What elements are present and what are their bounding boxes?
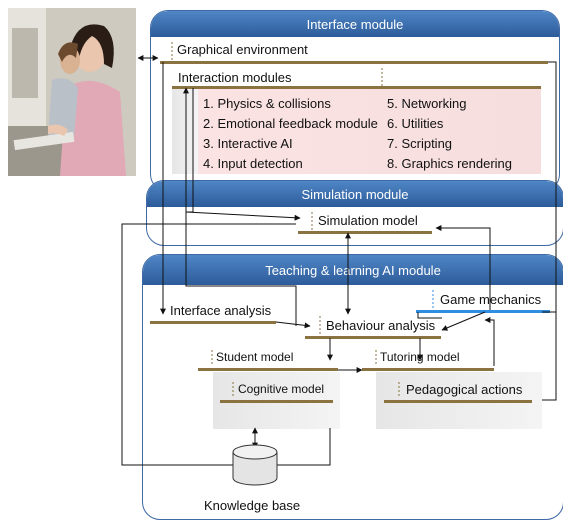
interaction-item-3: 3. Interactive AI [203,136,293,151]
student-model-label: Student model [216,350,294,364]
interaction-item-4: 4. Input detection [203,156,303,171]
interface-behaviour-arrow [275,321,311,329]
graphical-environment-bar [160,61,548,64]
users-illustration [8,8,136,176]
game-mechanics-bar [416,310,550,313]
right-loop-line [542,61,557,401]
behaviour-analysis-bar [305,336,441,339]
tutoring-game-arrow [484,317,495,366]
cognitive-model-label: Cognitive model [238,382,325,396]
simulation-module: Simulation module [146,180,563,246]
teaching-learning-module-title: Teaching & learning AI module [143,255,563,285]
game-behaviour-line [417,312,442,319]
interaction-modules-bar [172,86,541,89]
interaction-modules-label: Interaction modules [178,70,292,85]
game-mechanics-label: Game mechanics [440,292,542,307]
interaction-modules-panel [198,88,541,174]
graphical-environment-label: Graphical environment [177,42,308,57]
database-icon [232,444,278,486]
game-behaviour-arrow [441,311,486,331]
behaviour-analysis-label: Behaviour analysis [326,318,436,333]
interaction-item-2: 2. Emotional feedback module [203,116,378,131]
simulation-module-title: Simulation module [147,181,563,207]
left-loop-line [121,223,296,466]
interaction-item-8: 8. Graphics rendering [387,156,513,171]
tutoring-model-bar [362,368,494,371]
knowledge-base-label: Knowledge base [204,498,301,513]
interaction-item-1: 1. Physics & collisions [203,96,331,111]
interaction-item-6: 6. Utilities [387,116,444,131]
interface-analysis-bar [150,321,276,324]
pedagogical-actions-label: Pedagogical actions [406,382,523,397]
simulation-model-bar [298,231,432,234]
interaction-item-7: 7. Scripting [387,136,453,151]
interaction-modules-side [172,88,198,174]
simulation-model-label: Simulation model [318,213,418,228]
interaction-down-line [185,212,297,326]
to-simulation-arrow [185,211,301,221]
interface-analysis-label: Interface analysis [170,303,272,318]
game-simulation-arrow [435,225,491,310]
cognitive-model-bar [220,400,333,403]
pedagogical-actions-bar [384,400,532,403]
users-at-computer-photo [8,8,136,176]
interface-module-title: Interface module [151,11,559,37]
kb-right-line [277,428,331,466]
student-model-bar [198,368,338,371]
interaction-item-5: 5. Networking [387,96,467,111]
